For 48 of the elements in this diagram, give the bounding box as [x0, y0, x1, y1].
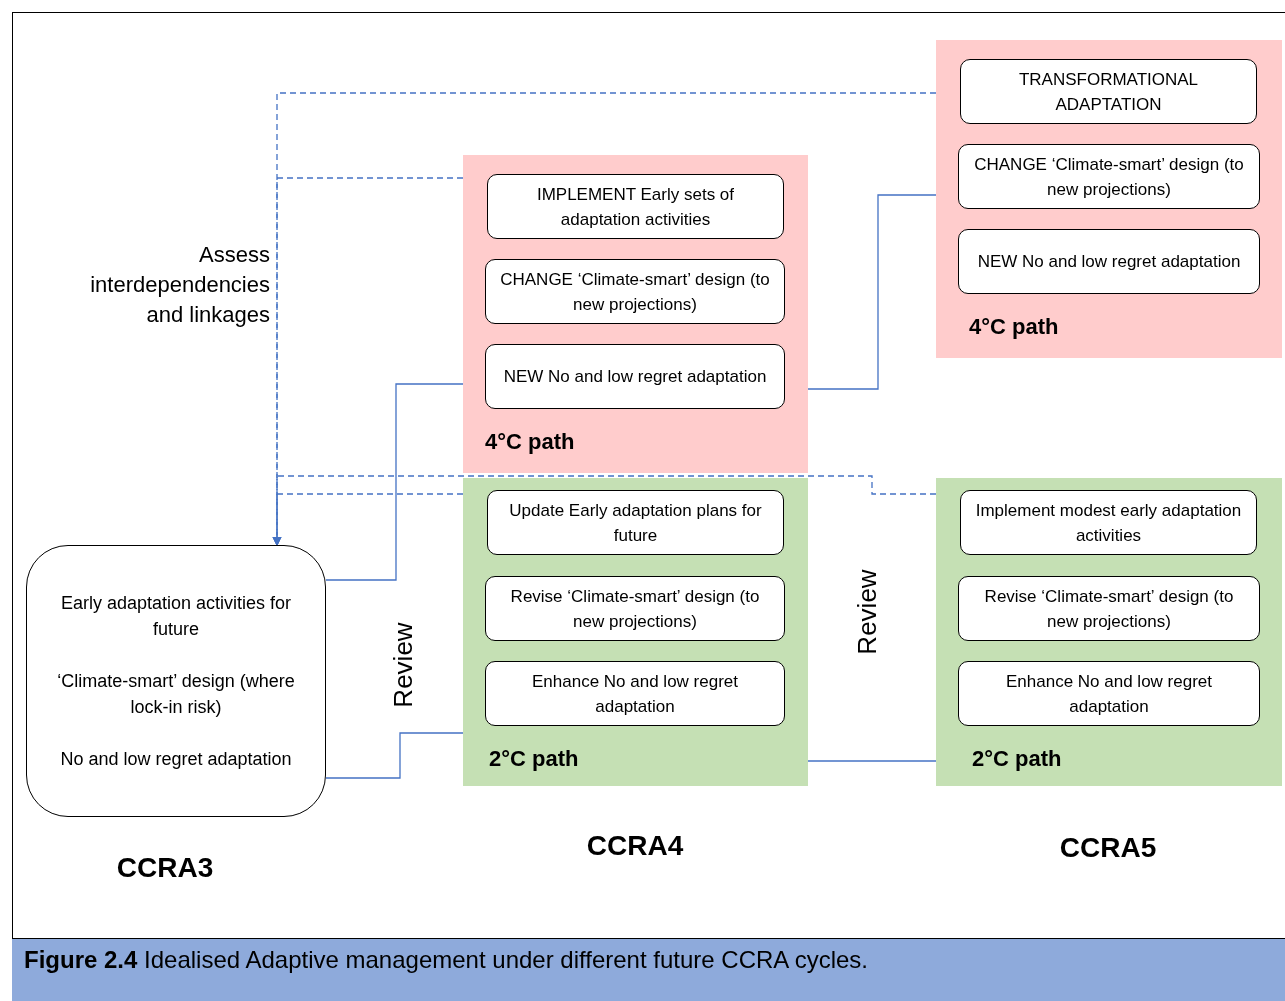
pathway-panel [463, 478, 808, 786]
review-label: Review [851, 569, 883, 655]
box-text: Enhance No and low regret adaptation [1005, 670, 1213, 718]
box-text: TRANSFORMATIONAL ADAPTATION [1017, 68, 1200, 116]
box-text: NEW No and low regret adaptation [503, 366, 767, 388]
box-text: CHANGE ‘Climate-smart’ design (to new projections) [500, 268, 770, 316]
action-box [485, 344, 785, 409]
path-title: 2°C path [489, 746, 579, 772]
box-text: Enhance No and low regret adaptation [531, 670, 739, 718]
annotation-text: Assess interdependencies and linkages [89, 241, 270, 329]
action-box [958, 661, 1260, 726]
box-text: Revise ‘Climate-smart’ design (to new projections) [509, 585, 761, 633]
pathway-panel [463, 155, 808, 473]
box-text: NEW No and low regret adaptation [977, 251, 1241, 273]
cycle-label: CCRA5 [1059, 832, 1157, 864]
box-text: ‘Climate-smart’ design (where lock-in risk) [57, 670, 295, 719]
review-label: Review [387, 622, 419, 708]
box-text: Revise ‘Climate-smart’ design (to new projections) [983, 585, 1235, 633]
action-box [960, 490, 1257, 555]
action-box [485, 576, 785, 641]
box-text: Implement modest early adaptation activities [975, 499, 1242, 547]
pathway-panel [936, 478, 1282, 786]
cycle-label: CCRA4 [586, 830, 684, 862]
figure-caption: Figure 2.4 Idealised Adaptive management under different future CCRA cycles. [24, 946, 868, 974]
box-text: IMPLEMENT Early sets of adaptation activities [535, 183, 736, 231]
connector-line [325, 383, 464, 581]
path-title: 4°C path [969, 314, 1059, 340]
connector-line [272, 493, 464, 546]
action-box [958, 576, 1260, 641]
action-box [485, 661, 785, 726]
action-box [487, 490, 784, 555]
pathway-panel [936, 40, 1282, 358]
path-title: 4°C path [485, 429, 575, 455]
box-text: CHANGE ‘Climate-smart’ design (to new projections) [973, 153, 1245, 201]
action-box [485, 259, 785, 324]
action-box [958, 144, 1260, 209]
path-title: 2°C path [972, 746, 1062, 772]
box-text: Update Early adaptation plans for future [508, 499, 763, 547]
action-box [960, 59, 1257, 124]
connector-line [325, 732, 464, 779]
box-text: Early adaptation activities for future [59, 592, 293, 641]
action-box [487, 174, 784, 239]
rounded-box [26, 545, 326, 817]
cycle-label: CCRA3 [116, 852, 214, 884]
box-text: No and low regret adaptation [60, 748, 292, 771]
connector-line [807, 194, 937, 390]
action-box [958, 229, 1260, 294]
connector-line [807, 760, 937, 762]
